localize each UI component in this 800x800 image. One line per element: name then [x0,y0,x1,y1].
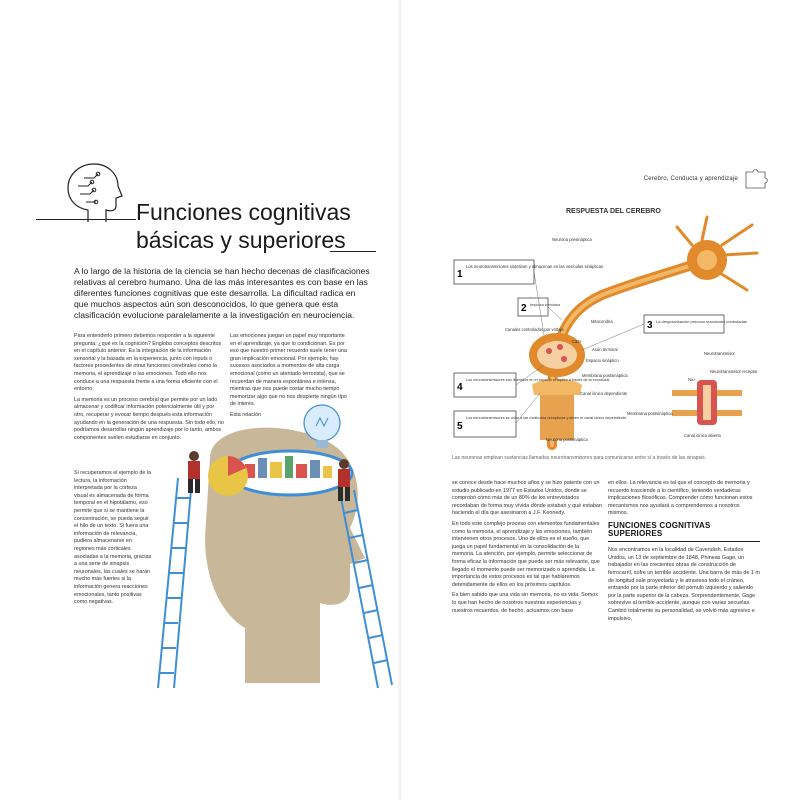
person-left-icon [188,451,200,493]
synapse-diagram: 1 Los neurotransmisores sintetizan y alm… [453,215,759,450]
right-column-1: se conoce desde hace muchos años y se hi… [452,480,602,618]
pie-chart-icon [208,456,248,496]
city-icon [245,456,332,478]
label-mitocondria: Mitocondria [591,319,613,324]
section-heading: FUNCIONES COGNITIVAS SUPERIORES [608,520,711,538]
page-title: Funciones cognitivas básicas y superiore… [136,198,386,254]
section-rule [608,541,760,543]
label-ca: Ca2+ [572,339,583,344]
label-axon-terminal: Axón terminal [592,347,618,352]
diagram-caption: Las neuronas emplean sustancias llamadas… [452,455,707,461]
label-membrana-post2: Membrana postsináptica [627,411,673,416]
person-right-icon [338,459,350,501]
svg-text:2: 2 [521,303,527,314]
step-box-1: 1 Los neurotransmisores sintetizan y alm… [453,259,603,285]
label-receptor: Neurotransmisor receptor [710,369,758,374]
left-column-1: Para entenderlo primero debemos responde… [74,333,224,445]
running-header: Cerebro, Conducta y aprendizaje [643,176,738,182]
col1-paragraph-1: Para entenderlo primero debemos responde… [74,333,222,393]
book-spine [398,0,402,800]
label-canal-abierto: Canal iónico abierto [684,433,722,438]
col2-paragraph-2: Esta relación [230,411,262,418]
label-canal-ionico: Canal iónico dependiente [580,391,628,396]
rc2-paragraph-2: Nos encontramos en la localidad de Caven… [608,547,760,622]
lightbulb-icon [303,404,341,448]
title-line-2: básicas y superiores [136,227,346,253]
step3-label: La despolarización provoca reacciones co… [656,319,747,324]
svg-text:4: 4 [457,382,463,393]
svg-text:5: 5 [457,421,463,432]
ladder-left [157,477,193,689]
step5-label: Los neurotransmisores se unen a las molé… [466,416,626,420]
rc1-paragraph-3: Es bien sabido que una vida sin memoria,… [452,592,598,614]
label-canales-voltaje: Canales controlados por voltaje [505,327,564,332]
col1-paragraph-2: La memoria es un proceso cerebral que pe… [74,396,224,441]
puzzle-piece-icon [745,169,768,189]
col2-paragraph-1: Las emociones juegan un papel muy import… [230,333,347,408]
brain-circuit-head-icon [67,163,123,222]
receptor-closeup [672,380,742,425]
head-ladders-illustration [157,404,393,689]
svg-text:3: 3 [647,320,653,331]
label-neurotransmisor: Neurotransmisor [704,351,736,356]
title-rule [36,219,136,220]
title-rule-end [330,251,376,252]
svg-text:1: 1 [457,269,463,280]
label-na: Na+ [688,377,696,382]
diagram-title: RESPUESTA DEL CEREBRO [566,208,661,215]
label-membrana-post: Membrana postsináptica [582,373,628,378]
label-espacio-sinaptico: Espacio sináptico [586,358,619,363]
step-box-5: 5 Los neurotransmisores se unen a las mo… [453,410,626,438]
step-box-3: 3 La despolarización provoca reacciones … [643,314,747,334]
intro-paragraph: A lo largo de la historia de la ciencia … [74,266,370,320]
left-column-3: Si recuperamos el ejemplo de la lectura,… [74,470,152,610]
rc1-paragraph-2: En todo este complejo proceso con elemen… [452,520,600,588]
left-column-2: Las emociones juegan un papel muy import… [230,333,348,423]
label-neurona-post: Neurona postsináptica [546,437,588,442]
title-line-1: Funciones cognitivas [136,199,351,225]
step4-label: Los neurotransmisores son liberados en e… [466,378,609,382]
step1-label: Los neurotransmisores sintetizan y almac… [466,264,603,269]
right-column-2: en ellos. La relevancia es tal que el co… [608,480,760,626]
axon-terminal [529,333,585,440]
label-neurona-presinaptica: Neurona presináptica [552,237,592,242]
ladder-right [339,489,393,689]
step2-label: Impulso nervioso [530,302,561,307]
step-box-4: 4 Los neurotransmisores son liberados en… [453,372,609,398]
rc1-paragraph-1: se conoce desde hace muchos años y se hi… [452,480,602,517]
col3-paragraph-1: Si recuperamos el ejemplo de la lectura,… [74,470,152,606]
rc2-paragraph-1: en ellos. La relevancia es tal que el co… [608,480,753,517]
